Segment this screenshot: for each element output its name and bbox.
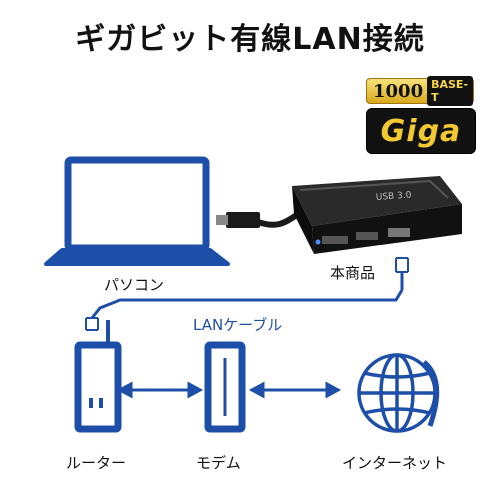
modem-icon	[204, 341, 246, 433]
label-cable: LANケーブル	[190, 314, 286, 335]
label-product: 本商品	[330, 264, 376, 282]
globe-icon	[357, 353, 440, 433]
laptop-icon	[44, 156, 230, 266]
usb-label: USB 3.0	[376, 191, 413, 203]
label-pc: パソコン	[104, 276, 165, 294]
adapter-icon: USB 3.0	[292, 176, 462, 254]
lan-cable	[85, 257, 409, 331]
speed-standard: BASE-T	[427, 76, 473, 106]
page-title: ギガビット有線LAN接続	[75, 22, 425, 57]
speed-value: 1000	[373, 80, 424, 102]
usb-cable	[216, 211, 300, 228]
giga-badge: Giga	[366, 108, 476, 154]
router-icon	[74, 320, 122, 433]
double-arrow-icon	[116, 381, 342, 399]
label-router: ルーター	[66, 454, 127, 472]
speed-badge: 1000 BASE-T	[366, 76, 474, 106]
label-internet: インターネット	[342, 454, 448, 472]
label-modem: モデム	[196, 454, 241, 472]
